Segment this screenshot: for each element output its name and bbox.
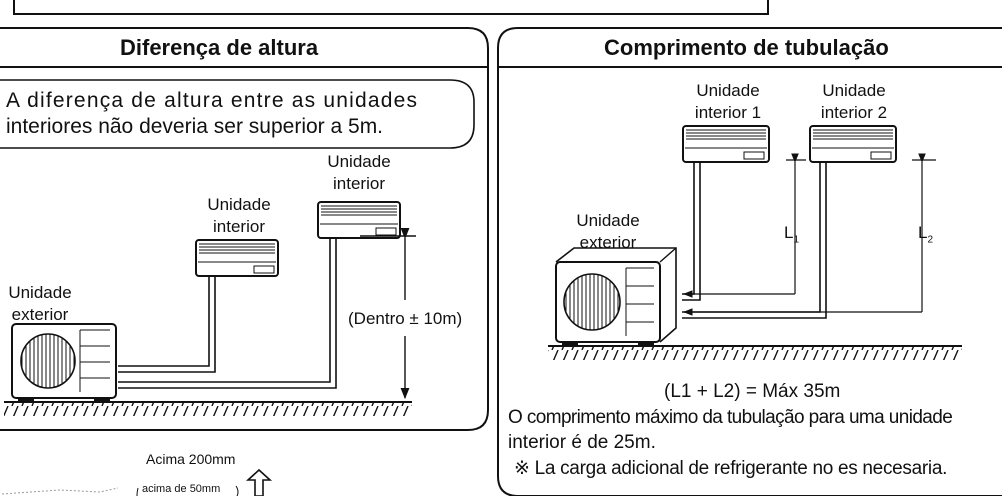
header-frame xyxy=(13,0,769,15)
label-l1: L1 xyxy=(784,223,800,246)
label-indoor-2: Unidade interior 2 xyxy=(820,81,888,122)
ground-right xyxy=(548,345,962,360)
left-note-box xyxy=(0,79,475,149)
left-note-line2: interiores não deveria ser superior a 5m… xyxy=(6,115,384,138)
indoor-unit-1 xyxy=(682,125,770,163)
label-outdoor-left: Unidade exterior xyxy=(8,283,72,324)
indoor-unit-2 xyxy=(809,125,897,163)
ground-left xyxy=(4,401,412,416)
label-indoor-1: Unidade interior 1 xyxy=(694,81,762,122)
clearance-above-label: Acima 200mm xyxy=(146,451,236,467)
right-panel-frame xyxy=(497,27,1002,496)
clearance-fragment xyxy=(1,468,273,496)
height-dimension xyxy=(360,227,416,400)
indoor-unit-high xyxy=(317,201,401,239)
pipe-arrows xyxy=(683,153,936,316)
label-outdoor-right: Unidade exterior xyxy=(576,211,640,252)
clearance-small-label: acima de 50mm xyxy=(142,483,221,495)
right-note-line2: interior é de 25m. xyxy=(508,432,656,453)
height-dimension-label: (Dentro ± 10m) xyxy=(348,309,463,328)
pipe-formula: (L1 + L2) = Máx 35m xyxy=(664,381,841,402)
label-indoor-high: Unidade interior xyxy=(327,152,391,193)
indoor-unit-mid xyxy=(195,239,279,277)
outdoor-unit-left xyxy=(11,323,117,402)
left-panel-frame xyxy=(0,27,489,431)
outdoor-unit-right xyxy=(555,247,677,346)
left-pipes xyxy=(118,238,337,389)
label-indoor-mid: Unidade interior xyxy=(207,195,271,236)
right-panel-title: Comprimento de tubulação xyxy=(604,35,889,60)
right-note-line3: ※ La carga adicional de refrigerante no … xyxy=(514,458,948,479)
label-l2: L2 xyxy=(918,223,934,246)
left-note-line1: A diferença de altura entre as unidades xyxy=(6,89,419,112)
left-panel-title: Diferença de altura xyxy=(120,35,319,60)
right-note-line1: O comprimento máximo da tubulação para u… xyxy=(508,407,953,428)
